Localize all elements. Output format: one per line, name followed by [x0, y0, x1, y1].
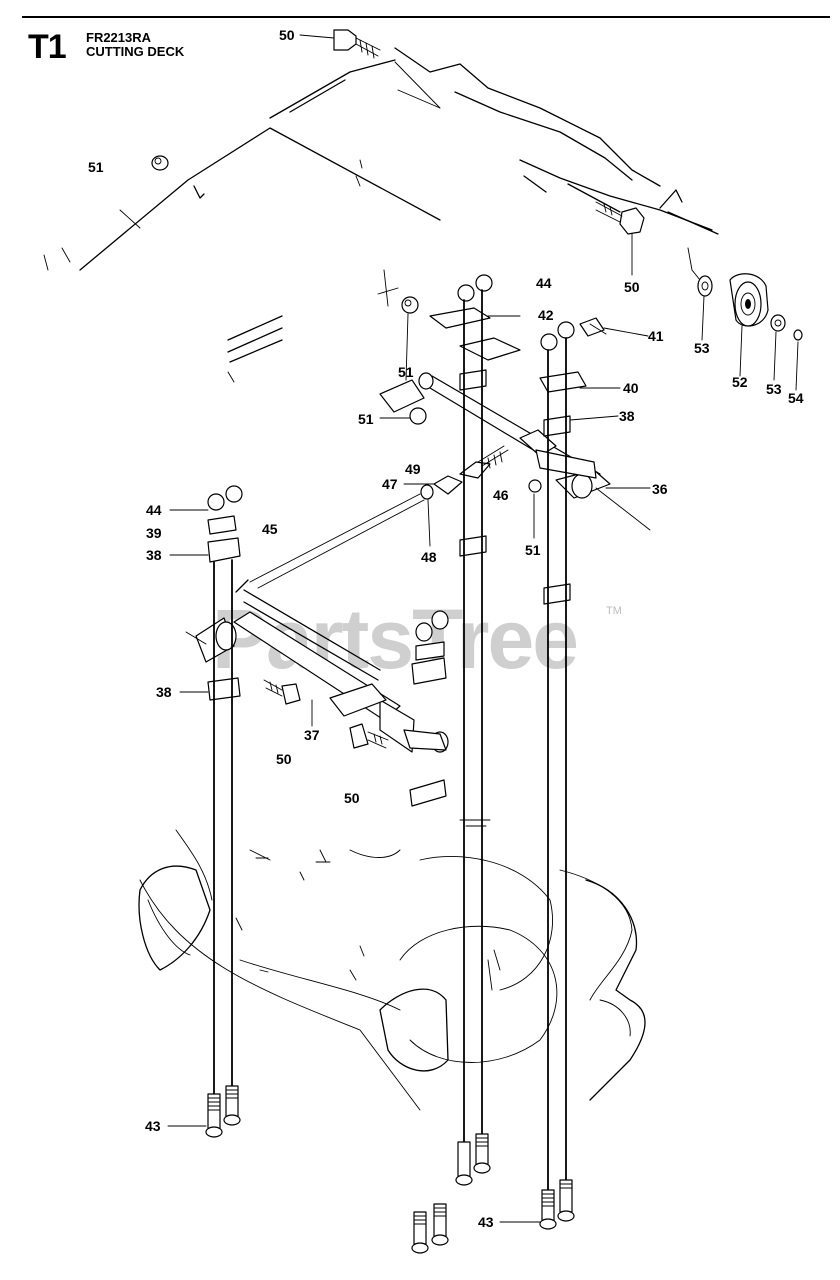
- callout-51a: 51: [88, 159, 104, 175]
- callout-42: 42: [538, 307, 554, 323]
- callout-39: 39: [146, 525, 162, 541]
- callout-46: 46: [493, 487, 509, 503]
- callout-37: 37: [304, 727, 320, 743]
- callout-47: 47: [382, 476, 398, 492]
- diagram-title: CUTTING DECK: [86, 44, 185, 59]
- watermark-tm: TM: [606, 605, 622, 617]
- bolt-50-top: [333, 29, 381, 59]
- cutting-deck-shell: [138, 819, 646, 1111]
- bolt-50-right: [595, 201, 645, 235]
- nut-51-top: [151, 155, 169, 171]
- callout-44b: 44: [146, 502, 162, 518]
- callout-38b: 38: [146, 547, 162, 563]
- spring-rod-assembly: [249, 445, 542, 589]
- rod-ends-43: [205, 1085, 575, 1254]
- callout-43a: 43: [145, 1118, 161, 1134]
- callout-48: 48: [421, 549, 437, 565]
- callout-51c: 51: [358, 411, 374, 427]
- nut-51-bracket: [401, 296, 419, 314]
- callout-50d: 50: [344, 790, 360, 806]
- callout-50c: 50: [276, 751, 292, 767]
- frame-bracket: [43, 47, 719, 383]
- callout-52: 52: [732, 374, 748, 390]
- header-rule: [22, 16, 830, 18]
- callout-54: 54: [788, 390, 804, 406]
- callout-40: 40: [623, 380, 639, 396]
- callout-50b: 50: [624, 279, 640, 295]
- callout-51b: 51: [398, 364, 414, 380]
- callout-53b: 53: [766, 381, 782, 397]
- callout-44a: 44: [536, 275, 552, 291]
- callout-41: 41: [648, 328, 664, 344]
- callout-51d: 51: [525, 542, 541, 558]
- callout-38c: 38: [156, 684, 172, 700]
- deck-wheel-52: [697, 273, 803, 341]
- callout-43b: 43: [478, 1214, 494, 1230]
- bolt-50-mid: [263, 679, 389, 749]
- lift-rods: [213, 289, 567, 1219]
- callout-36: 36: [652, 481, 668, 497]
- callout-53a: 53: [694, 340, 710, 356]
- callout-labels: 50 51 50 44 42 41 40 38 51 51 49 47 46 3…: [88, 27, 804, 1230]
- model-number: FR2213RA: [86, 30, 152, 45]
- callout-45: 45: [262, 521, 278, 537]
- callout-38a: 38: [619, 408, 635, 424]
- height-adjust-shaft-36: [379, 372, 651, 531]
- callout-49: 49: [405, 461, 421, 477]
- section-code: T1: [28, 28, 67, 66]
- callout-50a: 50: [279, 27, 295, 43]
- leader-lines: [167, 34, 799, 1223]
